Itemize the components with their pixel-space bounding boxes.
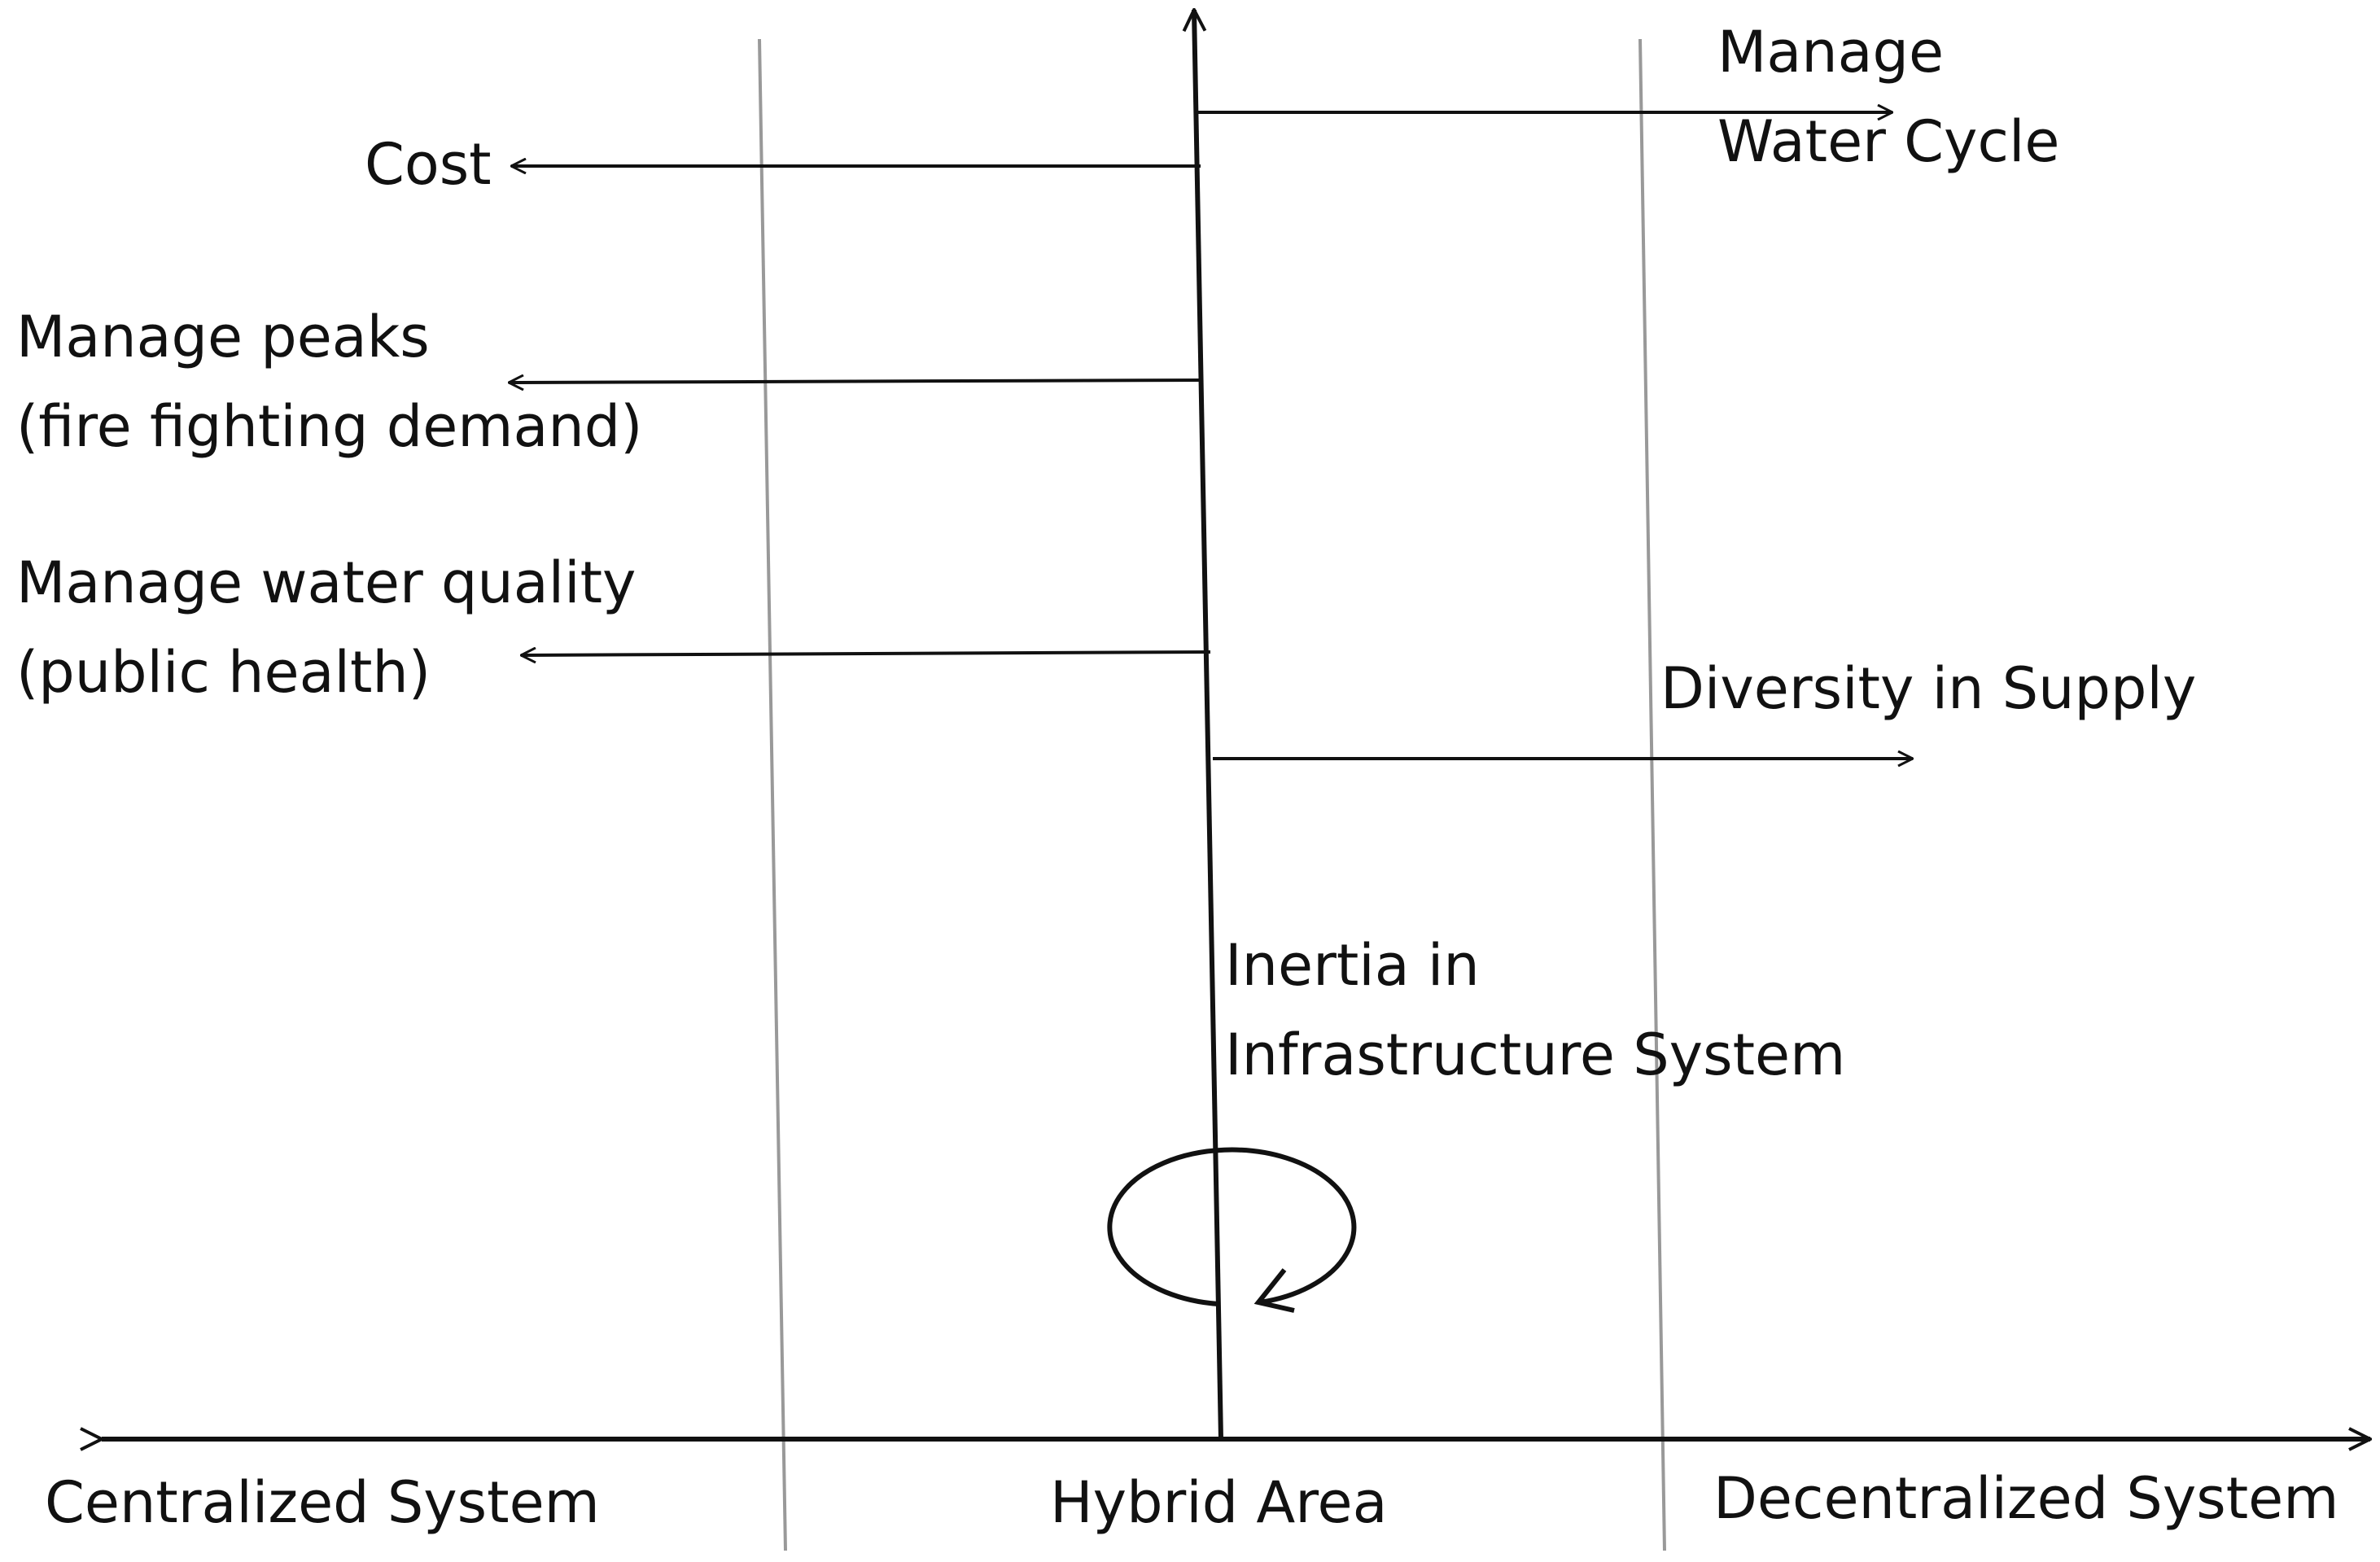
label-manage-water-cycle-line1: Manage — [1717, 19, 1944, 85]
label-cost: Cost — [365, 131, 492, 198]
manage-peaks-arrow — [509, 380, 1204, 383]
manage-water-quality-arrow — [521, 652, 1211, 655]
label-decentralized-system: Decentralized System — [1713, 1465, 2338, 1532]
label-centralized-system: Centralized System — [45, 1469, 600, 1536]
label-manage-water-quality-line2: (public health) — [16, 639, 431, 706]
circular-arrow-icon — [1107, 1147, 1357, 1306]
circular-arrowhead-icon — [1253, 1268, 1295, 1313]
label-manage-water-cycle-line2: Water Cycle — [1717, 108, 2059, 175]
label-inertia-line1: Inertia in — [1225, 932, 1480, 999]
zone-divider-right — [1638, 38, 1666, 1551]
label-manage-water-quality-line1: Manage water quality — [16, 549, 636, 616]
label-manage-peaks-line2: (fire fighting demand) — [16, 393, 643, 460]
label-manage-peaks-line1: Manage peaks — [16, 304, 430, 370]
vertical-axis-arrow — [1194, 10, 1223, 1440]
label-diversity-in-supply: Diversity in Supply — [1660, 655, 2196, 722]
label-inertia-line2: Infrastructure System — [1225, 1022, 1845, 1088]
label-hybrid-area: Hybrid Area — [1050, 1469, 1388, 1536]
zone-divider-left — [758, 38, 787, 1551]
